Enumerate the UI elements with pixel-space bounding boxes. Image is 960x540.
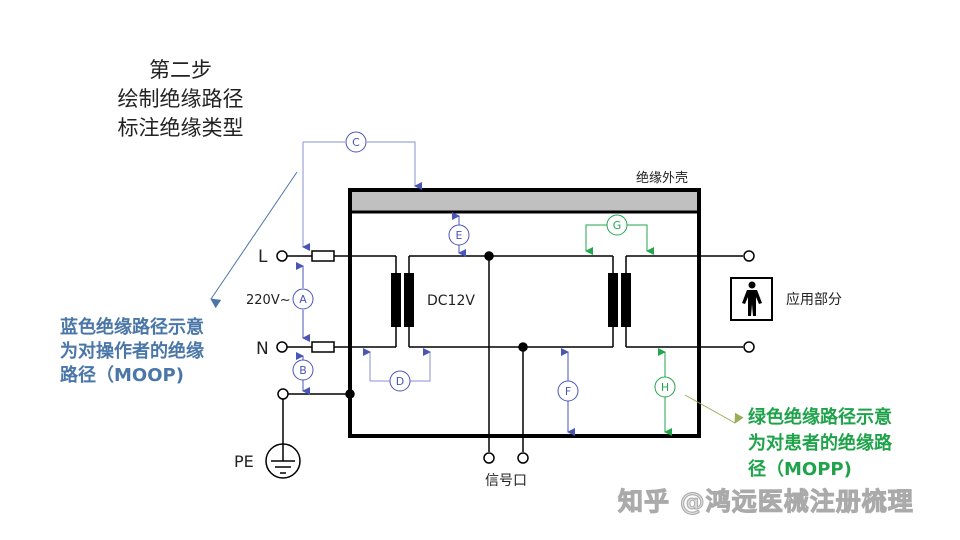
secondary-circuit: [408, 251, 614, 464]
moop-paths: [296, 141, 575, 436]
enclosure-top-bar: [348, 188, 701, 214]
step-title-line3: 标注绝缘类型: [117, 116, 244, 140]
svg-text:C: C: [352, 136, 360, 149]
voltage-label: 220V~: [246, 293, 291, 308]
pe-wire: [265, 388, 355, 479]
svg-text:B: B: [299, 364, 307, 377]
transformer-2: [608, 273, 631, 327]
path-label-f: F: [557, 380, 579, 402]
signal-terminal-2: [517, 452, 529, 464]
line-n-wire: [276, 327, 397, 353]
applied-part-label: 应用部分: [786, 291, 842, 308]
watermark: 知乎 @鸿远医械注册梳理: [618, 487, 914, 517]
svg-text:E: E: [456, 229, 463, 242]
path-label-d: D: [389, 370, 411, 392]
n-terminal: [276, 341, 288, 353]
mopp-paths: [585, 224, 672, 436]
applied-part-box: [730, 277, 773, 321]
moop-note: 蓝色绝缘路径示意 为对操作者的绝缘 路径（MOOP): [60, 316, 204, 388]
step-title-line1: 第二步: [149, 58, 212, 82]
applied-part-circuit: [625, 250, 773, 353]
path-label-g: G: [606, 214, 628, 236]
person-icon: [742, 281, 762, 316]
path-label-c: C: [345, 131, 367, 153]
step-title-line2: 绘制绝缘路径: [117, 87, 244, 111]
svg-text:H: H: [661, 381, 669, 394]
mopp-pointer-arrow: [684, 394, 744, 424]
mopp-note-line2: 为对患者的绝缘路: [748, 433, 892, 454]
signal-port-label: 信号口: [485, 473, 527, 489]
l-terminal: [276, 250, 288, 262]
enclosure-label: 绝缘外壳: [636, 170, 688, 186]
moop-note-line2: 为对操作者的绝缘: [60, 341, 204, 362]
enclosure-outline: [348, 188, 701, 438]
mopp-note: 绿色绝缘路径示意 为对患者的绝缘路 径（MOPP): [748, 405, 892, 483]
pe-terminal: [277, 388, 289, 400]
moop-note-line1: 蓝色绝缘路径示意: [60, 317, 204, 338]
mopp-note-line1: 绿色绝缘路径示意: [748, 407, 892, 428]
transformer-1: [391, 273, 414, 327]
pe-label: PE: [234, 452, 254, 471]
mopp-note-line3: 径（MOPP): [748, 459, 852, 480]
insulated-enclosure: [348, 188, 701, 438]
svg-text:F: F: [565, 385, 571, 398]
dc-voltage-label: DC12V: [427, 293, 475, 309]
moop-note-line3: 路径（MOOP): [60, 365, 184, 386]
path-label-h: H: [654, 376, 676, 398]
svg-text:A: A: [299, 293, 307, 306]
n-fuse: [311, 341, 335, 353]
line-l-wire: [276, 250, 397, 273]
svg-text:G: G: [613, 219, 622, 232]
l-fuse: [311, 250, 335, 262]
pe-junction: [345, 389, 355, 399]
path-label-e: E: [448, 224, 470, 246]
l-label: L: [258, 247, 268, 267]
moop-pointer-arrow: [210, 171, 298, 309]
n-label: N: [256, 339, 269, 359]
svg-text:D: D: [396, 375, 404, 388]
step-title: 第二步 绘制绝缘路径 标注绝缘类型: [108, 56, 253, 143]
path-label-b: B: [292, 359, 314, 381]
path-label-a: A: [292, 288, 314, 310]
signal-terminal-1: [483, 452, 495, 464]
